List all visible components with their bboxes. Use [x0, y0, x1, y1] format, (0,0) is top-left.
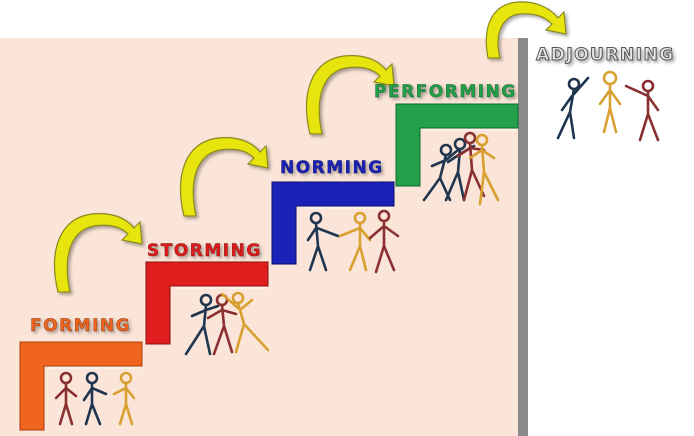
step-storming: [145, 261, 269, 345]
stick-figure: [468, 133, 500, 206]
stick-figure: [112, 371, 136, 426]
stage-label-storming: STORMING: [147, 241, 262, 261]
stick-figure: [368, 209, 400, 274]
figures-storming: [184, 291, 270, 356]
stick-figure: [338, 211, 372, 272]
step-performing: [395, 103, 519, 187]
figures-forming: [54, 371, 136, 426]
wall: [518, 38, 528, 436]
stick-figure: [598, 70, 622, 134]
stage-label-performing: PERFORMING: [374, 82, 517, 102]
stick-figure: [306, 211, 340, 272]
stage-label-adjourning: ADJOURNING: [536, 45, 675, 65]
stick-figure: [556, 76, 590, 140]
arrow-storming-to-norming: [180, 137, 269, 217]
step-forming: [19, 341, 143, 431]
stage-label-norming: NORMING: [280, 158, 384, 178]
figures-performing: [422, 131, 500, 206]
arrow-norming-to-performing: [306, 55, 395, 135]
stick-figure: [82, 371, 108, 426]
stage-label-forming: FORMING: [30, 316, 131, 336]
figures-norming: [306, 209, 400, 274]
arrow-performing-to-adjourning: [485, 1, 567, 59]
stick-figure: [624, 79, 660, 142]
step-norming: [271, 181, 395, 265]
stick-figure: [184, 293, 220, 356]
stick-figure: [54, 371, 78, 426]
stick-figure: [220, 291, 270, 354]
arrow-forming-to-storming: [54, 213, 143, 293]
figures-adjourning: [556, 70, 660, 142]
stick-figure: [422, 143, 460, 202]
